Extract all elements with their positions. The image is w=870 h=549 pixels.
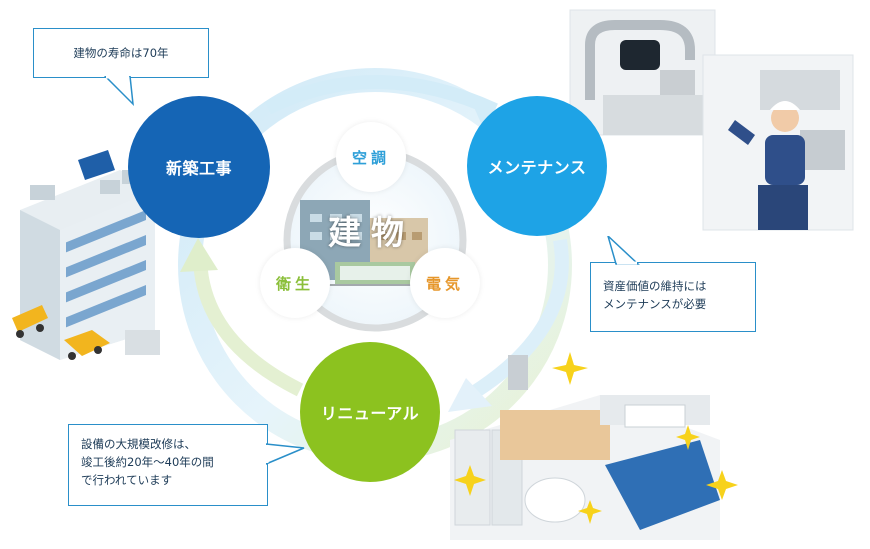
renewal-node: リニューアル: [300, 342, 440, 482]
renewal-text-line2: 竣工後約20年〜40年の間: [81, 455, 214, 469]
maintenance-photo-worker: [702, 54, 854, 231]
maintenance-bubble: 資産価値の維持には メンテナンスが必要: [590, 262, 756, 332]
electrical-label: 電気: [425, 274, 464, 293]
construction-node: 新築工事: [128, 96, 270, 238]
arrow-left-head: [180, 238, 218, 272]
lifespan-bubble-tail: [103, 76, 134, 106]
sanitation-label: 衛生: [275, 274, 314, 293]
electrical-circle: 電気: [410, 248, 480, 318]
sanitation-circle: 衛生: [260, 248, 330, 318]
renewal-text-line3: で行われています: [81, 473, 173, 487]
renewal-bubble: 設備の大規模改修は、 竣工後約20年〜40年の間 で行われています: [68, 424, 268, 506]
hvac-label: 空調: [351, 148, 390, 167]
maintenance-photo-pipe: [569, 9, 716, 136]
renewal-bubble-tail: [266, 443, 305, 465]
renewal-text-line1: 設備の大規模改修は、: [81, 437, 196, 451]
arrow-right-head: [448, 378, 492, 412]
renewal-illustration: [450, 352, 738, 540]
center-title: 建物: [328, 213, 414, 252]
maintenance-node: メンテナンス: [467, 96, 607, 236]
construction-building-illustration: [12, 150, 160, 360]
renewal-label: リニューアル: [320, 404, 420, 423]
lifespan-text: 建物の寿命は70年: [73, 46, 169, 60]
lifespan-bubble: 建物の寿命は70年: [33, 28, 209, 78]
maintenance-label: メンテナンス: [487, 158, 587, 177]
hvac-circle: 空調: [336, 122, 406, 192]
maintenance-text-line2: メンテナンスが必要: [603, 297, 707, 311]
construction-label: 新築工事: [165, 159, 232, 178]
arrow-top-body: [264, 75, 498, 117]
maintenance-text-line1: 資産価値の維持には: [603, 279, 707, 293]
arrow-right-body: [466, 238, 569, 401]
arrow-left-body: [193, 254, 304, 397]
maintenance-bubble-tail: [607, 236, 640, 265]
